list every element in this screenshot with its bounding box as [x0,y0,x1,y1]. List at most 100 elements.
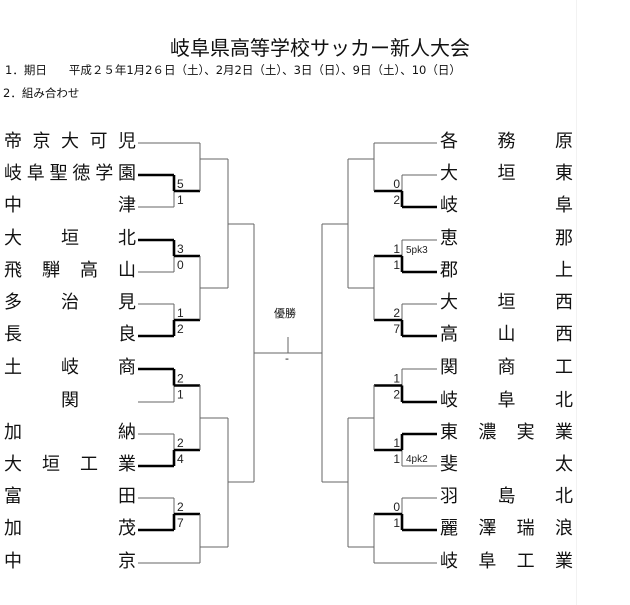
team-name-char: 瑞 [516,518,535,539]
team-name-char: 垣 [497,163,516,184]
team-name-char: 関 [440,357,458,378]
team-name-char: 実 [516,422,535,443]
team-name-char: 中 [4,195,22,216]
team-name: 加茂 [4,517,136,541]
champion-value: - [285,352,289,365]
team-name: 東濃実業 [440,421,573,445]
team-name-char: 関 [61,390,79,411]
team-name-char: 高 [80,260,98,281]
pk-result: 5pk3 [406,245,428,256]
score: 7 [177,516,184,530]
score: 1 [177,193,184,207]
pk-result: 4pk2 [406,454,428,465]
score: 5 [177,177,184,191]
champion-label: 優勝 [274,307,296,320]
score: 0 [393,500,400,514]
team-name-char: 工 [80,454,98,475]
team-name-char: 加 [4,518,22,539]
team-name-char: 東 [440,422,458,443]
team-name: 岐阜 [440,194,573,218]
team-name-char: 大 [61,131,79,152]
team-name-char: 岐 [440,390,458,411]
team-name-char: 大 [440,163,458,184]
page-title: 岐阜県高等学校サッカー新人大会 [170,36,470,60]
team-name: 飛騨高山 [4,259,136,283]
score: 1 [393,258,400,272]
team-name-char: 浪 [554,518,573,539]
team-name-char: 可 [89,131,108,152]
team-name: 岐阜北 [440,389,573,413]
score: 1 [177,388,184,402]
schedule-dates: 平成２５年1月2６日（土）、2月2日（土）、3日（日）、9日（土）、10（日） [68,63,461,77]
team-name-char: 商 [497,357,516,378]
team-name-char: 騨 [42,260,60,281]
team-name-char: 麗 [440,518,458,539]
team-name-char: 各 [440,131,458,152]
team-name: 郡上 [440,259,573,283]
team-name-char: 多 [4,292,22,313]
score: 1 [393,436,400,450]
team-name-char: 郡 [440,260,458,281]
team-name: 帝京大可児 [4,130,136,154]
score: 1 [393,452,400,466]
score: 2 [177,436,184,450]
team-name-char: 務 [497,131,516,152]
team-name-char: 西 [555,292,573,313]
team-name: 大垣北 [4,227,136,251]
team-name-char: 那 [555,228,573,249]
team-name: 土岐商 [4,356,136,380]
team-name-char: 商 [118,357,136,378]
bracket-heading: 2．組み合わせ [3,86,80,100]
team-name-char: 北 [118,228,136,249]
team-name-char: 岐 [61,357,79,378]
team-name-char: 阜 [26,163,45,184]
team-name-char: 山 [497,324,516,345]
team-name-char: 大 [4,228,22,249]
team-name-char: 園 [117,163,136,184]
team-name-char: 津 [118,195,136,216]
team-name-char: 澤 [478,518,497,539]
team-name-char: 東 [555,163,573,184]
team-name-char: 飛 [4,260,22,281]
team-name-char: 垣 [497,292,516,313]
team-name: 加納 [4,421,136,445]
score: 2 [393,193,400,207]
team-name-char: 岐 [4,163,22,184]
team-name-char: 西 [555,324,573,345]
team-name: 多治見 [4,291,136,315]
team-name-char: 京 [118,551,136,572]
score: 1 [393,516,400,530]
score: 2 [177,500,184,514]
team-name: 富田 [4,485,136,509]
team-name: 関商工 [440,356,573,380]
team-name-char: 原 [555,131,573,152]
team-name: 高山西 [440,323,573,347]
team-name-char: 業 [554,551,573,572]
team-name-char: 治 [61,292,79,313]
team-name-char: 児 [118,131,136,152]
team-name-char: 工 [516,551,535,572]
team-name: 大垣工業 [4,453,136,477]
team-name-char: 太 [555,454,573,475]
team-name-char: 富 [4,486,22,507]
score: 1 [393,372,400,386]
team-name: 大垣西 [440,291,573,315]
team-name: 長良 [4,323,136,347]
score: 2 [177,372,184,386]
score: 7 [393,322,400,336]
team-name-char: 北 [555,486,573,507]
team-name-char: 岐 [440,551,458,572]
team-name-char: 垣 [42,454,60,475]
team-name-char: 大 [440,292,458,313]
team-name-char: 工 [555,357,573,378]
team-name-char: 業 [554,422,573,443]
score: 0 [393,177,400,191]
team-name: 麗澤瑞浪 [440,517,573,541]
team-name-char: 業 [118,454,136,475]
score: 2 [393,388,400,402]
team-name-char: 帝 [4,131,22,152]
team-name-char: 阜 [478,551,497,572]
team-name-char: 濃 [478,422,497,443]
team-name-char: 大 [4,454,22,475]
